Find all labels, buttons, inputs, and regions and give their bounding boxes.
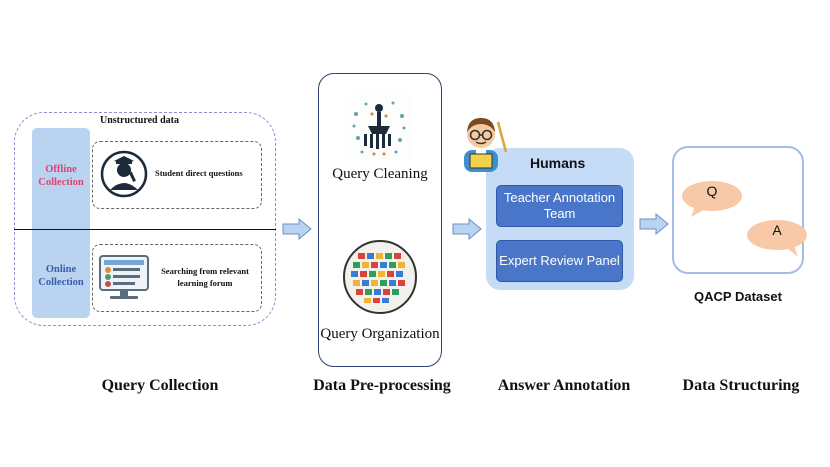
flow-arrow-1 (282, 218, 312, 240)
offline-collection-label: Offline Collection (38, 164, 84, 188)
a-speech-bubble-icon (747, 220, 807, 257)
collection-divider (14, 229, 276, 231)
forum-search-text: Searching from relevant learning forum (161, 266, 249, 288)
query-organization-illustration (342, 239, 418, 320)
online-collection-label: Online Collection (38, 264, 84, 288)
stage-label-answer-annotation: Answer Annotation (497, 377, 631, 394)
stage-label-query-collection: Query Collection (101, 377, 219, 394)
unstructured-data-title: Unstructured data (100, 115, 179, 126)
flow-arrow-2 (452, 218, 482, 240)
collection-type-panel (32, 128, 90, 318)
teacher-annotation-team-box: Teacher Annotation Team (496, 185, 623, 227)
question-letter: Q (706, 183, 718, 199)
query-cleaning-label: Query Cleaning (332, 166, 428, 182)
q-speech-bubble-icon (682, 181, 742, 217)
humans-title: Humans (530, 155, 586, 171)
forum-monitor-icon (96, 250, 152, 311)
direct-questions-text: Student direct questions (155, 168, 243, 178)
flow-arrow-3 (639, 213, 669, 235)
stage-label-data-pre-processing: Data Pre-processing (313, 377, 451, 394)
query-organization-label: Query Organization (320, 326, 440, 342)
teacher-icon (456, 112, 512, 179)
query-collection-group (14, 112, 276, 326)
query-cleaning-illustration (346, 94, 412, 165)
student-avatar-icon (100, 150, 148, 203)
pre-processing-group (318, 73, 442, 367)
answer-letter: A (772, 222, 782, 238)
expert-review-panel-box: Expert Review Panel (496, 240, 623, 282)
qacp-dataset-label: QACP Dataset (694, 289, 782, 304)
qacp-dataset-box (672, 146, 804, 274)
stage-label-data-structuring: Data Structuring (682, 377, 800, 394)
